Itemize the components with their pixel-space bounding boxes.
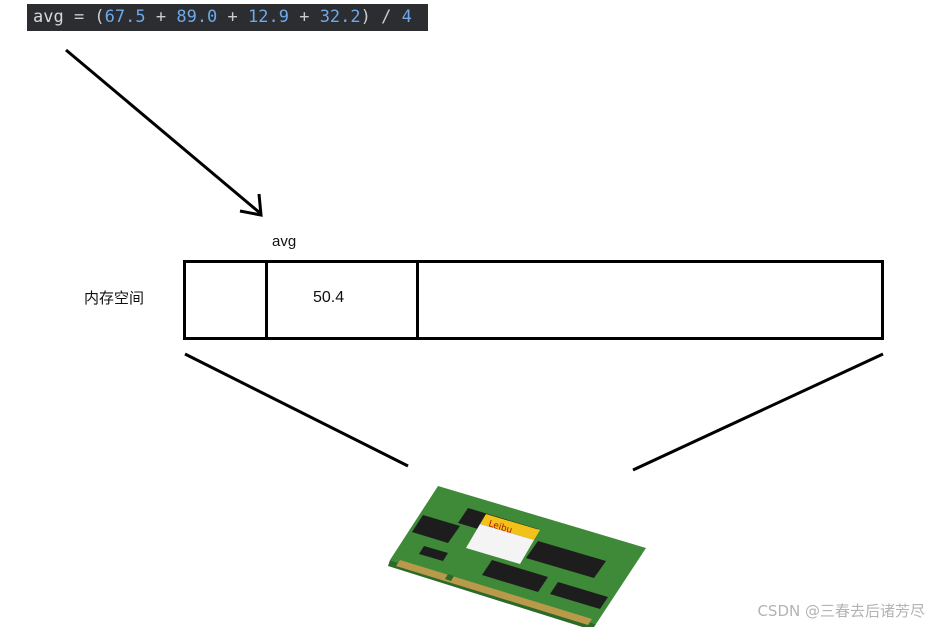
memory-cell-value: 50.4	[313, 289, 345, 306]
code-var: avg	[33, 7, 64, 27]
code-num-3: 12.9	[248, 7, 289, 27]
code-expression: avg = (67.5 + 89.0 + 12.9 + 32.2) / 4	[27, 4, 428, 31]
code-div: ) /	[360, 7, 402, 27]
code-plus-2: +	[217, 7, 249, 27]
code-plus-3: +	[288, 7, 320, 27]
ram-module-image: Leibu	[388, 486, 646, 627]
zoom-line-right	[632, 352, 884, 472]
variable-name-label: avg	[272, 233, 297, 250]
cell-divider-2	[416, 263, 419, 337]
pointer-arrow-head	[239, 193, 263, 217]
zoom-line-left	[184, 352, 409, 468]
watermark-text: CSDN @三春去后诸芳尽	[757, 602, 925, 620]
memory-strip	[183, 260, 884, 340]
code-plus-1: +	[145, 7, 177, 27]
memory-space-label: 内存空间	[84, 289, 145, 307]
code-num-1: 67.5	[104, 7, 146, 27]
code-num-2: 89.0	[176, 7, 218, 27]
code-num-4: 32.2	[319, 7, 361, 27]
code-assign: = (	[63, 7, 105, 27]
cell-divider-1	[265, 263, 268, 337]
pointer-arrow-line	[65, 48, 261, 215]
code-divisor: 4	[401, 7, 412, 27]
